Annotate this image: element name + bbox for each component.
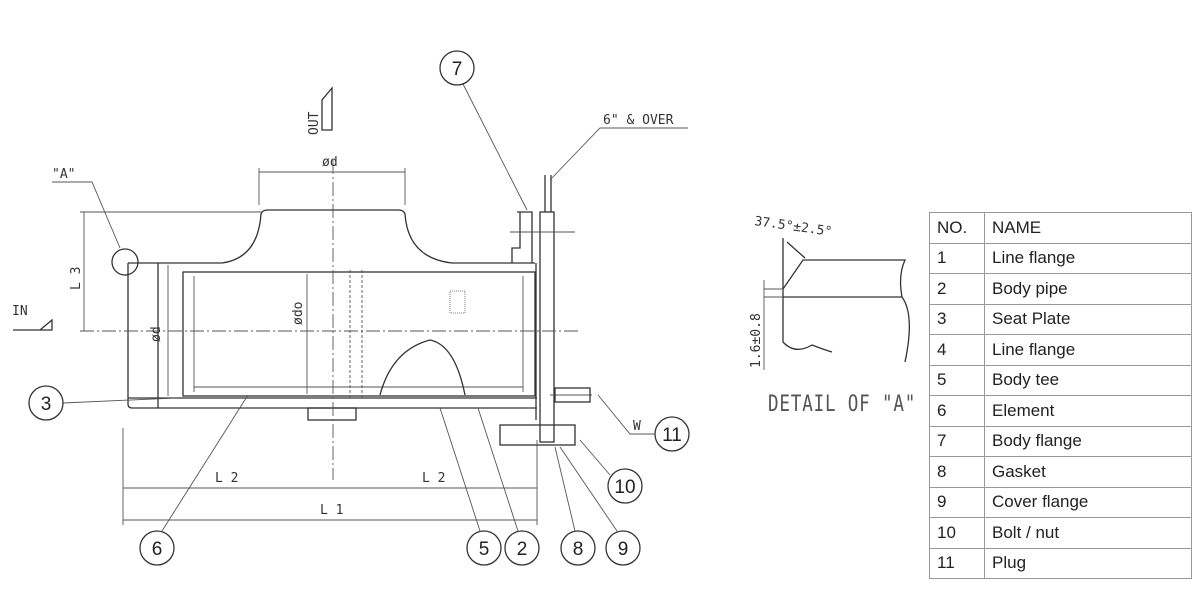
part-no: 9 bbox=[929, 486, 985, 518]
l2-left-label: L 2 bbox=[215, 471, 238, 486]
balloon-10: 10 bbox=[607, 468, 643, 504]
svg-text:3: 3 bbox=[41, 394, 52, 415]
element bbox=[182, 270, 536, 421]
balloon-7: 7 bbox=[439, 50, 475, 86]
svg-text:7: 7 bbox=[452, 59, 463, 80]
l3-label: L 3 bbox=[69, 267, 84, 290]
svg-text:IN: IN bbox=[12, 304, 28, 319]
l2-right-label: L 2 bbox=[422, 471, 445, 486]
part-name: Line flange bbox=[984, 334, 1192, 366]
part-no: 3 bbox=[929, 303, 985, 335]
size-note: 6" & OVER bbox=[603, 113, 674, 128]
l1-label: L 1 bbox=[320, 503, 343, 518]
dimensions: ød L 3 ød ødo L 2 L 2 L 1 bbox=[69, 155, 538, 525]
part-no: 8 bbox=[929, 456, 985, 488]
dia-d-left-label: ød bbox=[149, 326, 164, 342]
part-no: 7 bbox=[929, 425, 985, 457]
header-name: NAME bbox=[984, 212, 1192, 244]
part-no: 10 bbox=[929, 517, 985, 549]
part-no: 2 bbox=[929, 273, 985, 305]
part-name: Gasket bbox=[984, 456, 1192, 488]
part-no: 5 bbox=[929, 364, 985, 396]
in-arrow: IN bbox=[12, 304, 53, 331]
balloon-6: 6 bbox=[139, 530, 175, 566]
svg-text:6: 6 bbox=[152, 539, 163, 560]
detail-a-drawing: 37.5°±2.5° 1.6±0.8 bbox=[749, 214, 910, 370]
table-header-row: NO. NAME bbox=[929, 212, 1192, 244]
part-name: Body tee bbox=[984, 364, 1192, 396]
svg-text:OUT: OUT bbox=[307, 111, 322, 135]
w-label: W bbox=[633, 419, 641, 434]
flanges bbox=[499, 175, 592, 446]
part-name: Body pipe bbox=[984, 273, 1192, 305]
part-name: Bolt / nut bbox=[984, 517, 1192, 549]
out-arrow: OUT bbox=[307, 86, 333, 135]
detail-angle-label: 37.5°±2.5° bbox=[753, 214, 833, 240]
detail-thickness-label: 1.6±0.8 bbox=[749, 313, 764, 368]
balloon-2: 2 bbox=[504, 530, 540, 566]
svg-text:8: 8 bbox=[573, 539, 584, 560]
body-tee bbox=[80, 209, 537, 409]
balloon-5: 5 bbox=[466, 530, 502, 566]
part-no: 1 bbox=[929, 242, 985, 274]
part-name: Body flange bbox=[984, 425, 1192, 457]
svg-text:11: 11 bbox=[662, 425, 682, 446]
balloon-11: 11 bbox=[654, 416, 690, 452]
part-no: 6 bbox=[929, 395, 985, 427]
svg-text:5: 5 bbox=[479, 539, 490, 560]
balloon-8: 8 bbox=[560, 530, 596, 566]
svg-text:9: 9 bbox=[618, 539, 629, 560]
part-name: Element bbox=[984, 395, 1192, 427]
part-name: Line flange bbox=[984, 242, 1192, 274]
part-no: 4 bbox=[929, 334, 985, 366]
dia-do-label: ødo bbox=[291, 302, 306, 325]
balloon-3: 3 bbox=[28, 385, 64, 421]
detail-title: DETAIL OF "A" bbox=[768, 392, 917, 417]
detail-a-marker bbox=[111, 248, 139, 276]
part-name: Plug bbox=[984, 547, 1192, 579]
detail-a-ref-label: "A" bbox=[52, 167, 75, 182]
balloon-9: 9 bbox=[605, 530, 641, 566]
part-name: Cover flange bbox=[984, 486, 1192, 518]
part-no: 11 bbox=[929, 547, 985, 579]
svg-text:10: 10 bbox=[614, 477, 635, 498]
dia-d-top-label: ød bbox=[322, 155, 338, 170]
part-name: Seat Plate bbox=[984, 303, 1192, 335]
header-no: NO. bbox=[929, 212, 985, 244]
svg-text:2: 2 bbox=[517, 539, 528, 560]
